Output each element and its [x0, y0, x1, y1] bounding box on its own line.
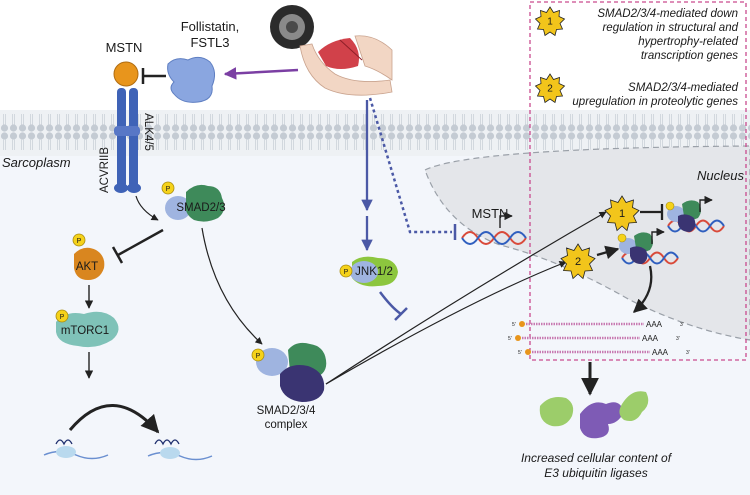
legend-item-1-line-1: SMAD2/3/4-mediated down [597, 8, 738, 20]
smad234-phospho: P [256, 353, 261, 360]
receptor-to-smad-arrow [135, 195, 159, 221]
starburst-icon [534, 73, 566, 104]
nuclear-marker-2-badge: 2 [575, 256, 581, 268]
starburst-icon [534, 6, 566, 37]
smad-bound-dna-2 [617, 227, 679, 265]
mstn-label: MSTN [106, 40, 143, 55]
mrna-1-five: 5' [512, 322, 516, 328]
smad23-complex [161, 181, 225, 222]
fstl3-label: FSTL3 [190, 35, 229, 50]
mrna-3-five: 5' [518, 350, 522, 356]
follistatin-protein [167, 56, 216, 103]
legend-item-1-line-3: hypertrophy-related [638, 36, 738, 48]
mrna-strand-1: 5' AAA 3' [512, 320, 684, 329]
e3-ligase-right [619, 391, 649, 421]
legend-badge-1: 1 [547, 17, 553, 28]
legend-item-2-line-1: SMAD2/3/4-mediated [628, 82, 739, 94]
exercise-inhibits-mstn-gene [368, 97, 452, 234]
legend-badge-2: 2 [547, 84, 553, 95]
mrna-3-three: 3' [686, 350, 690, 356]
legend-box [529, 1, 747, 361]
mrna-2-five: 5' [508, 336, 512, 342]
ribosome-right [147, 439, 213, 461]
alk45-label: ALK4/5 [142, 113, 154, 151]
smad-bound-dna-1 [665, 195, 725, 233]
smad23-label: SMAD2/3 [176, 202, 225, 214]
smad23-phospho: P [166, 186, 171, 193]
mrna-1-three: 3' [680, 322, 684, 328]
e3-ligase-center [580, 402, 624, 439]
gene-to-mrna-arrow [632, 265, 653, 313]
e3-ligase-left [539, 397, 574, 427]
marker-2-activates-gene [596, 245, 620, 260]
ribosome-left [43, 439, 109, 460]
mrna-strand-2: 5' AAA 3' [508, 334, 680, 343]
legend-item-2: 2 SMAD2/3/4-mediated upregulation in pro… [534, 73, 739, 108]
follistatin-inhibits-mstn [141, 68, 166, 84]
smad234-label-line1: SMAD2/3/4 [257, 405, 316, 417]
mrna-1-polya: AAA [646, 320, 663, 329]
sarcoplasm-label: Sarcoplasm [2, 155, 71, 170]
starburst-icon [560, 243, 596, 280]
mrna-strand-3: 5' AAA 3' [518, 348, 690, 357]
nucleus [424, 145, 750, 341]
nuclear-marker-2: 2 [560, 243, 596, 280]
legend-item-1: 1 SMAD2/3/4-mediated down regulation in … [534, 6, 739, 62]
follistatin-label: Follistatin, [181, 19, 240, 34]
mtorc1-complex [55, 309, 119, 348]
smad234-complex [251, 342, 327, 402]
legend-item-2-line-2: upregulation in proteolytic genes [572, 96, 738, 108]
jnk12-label: JNK1/2 [355, 266, 393, 278]
legend-item-1-line-4: transcription genes [641, 50, 738, 62]
acvriib-label: ACVRIIB [99, 147, 111, 193]
arm-to-follistatin-arrow [223, 67, 299, 80]
akt-label: AKT [76, 261, 98, 273]
arm-muscle-icon [299, 35, 393, 96]
akt-kinase [72, 233, 105, 280]
nucleus-label: Nucleus [697, 168, 744, 183]
e3-caption-line2: E3 ubiquitin ligases [544, 466, 647, 480]
mrna-2-three: 3' [676, 336, 680, 342]
starburst-icon [604, 195, 640, 232]
jnk-phospho: P [344, 269, 349, 276]
complex-to-target-1-arrow [325, 211, 607, 385]
jnk12-kinase [339, 256, 398, 287]
marker-1-inhibits-gene [640, 204, 664, 220]
e3-ligase-proteins [539, 391, 649, 439]
receptor-complex [114, 88, 141, 193]
mrna-3-polya: AAA [652, 348, 669, 357]
smad234-label-line2: complex [265, 419, 308, 431]
e3-caption-line1: Increased cellular content of [521, 451, 673, 465]
mtorc1-phospho: P [60, 314, 65, 321]
mrna-2-polya: AAA [642, 334, 659, 343]
jnk-inhibits-smad [379, 291, 408, 321]
smad-inhibits-akt [111, 228, 164, 264]
nuclear-marker-1: 1 [604, 195, 640, 232]
translation-arrow [68, 404, 160, 434]
mstn-ligand [113, 61, 139, 87]
mtorc1-label: mTORC1 [61, 325, 109, 337]
mstn-gene-label: MSTN [472, 206, 509, 221]
complex-to-target-2-arrow [325, 261, 567, 385]
exercise-weight-icon [270, 5, 314, 49]
legend-item-1-line-2: regulation in structural and [602, 22, 738, 34]
nuclear-marker-1-badge: 1 [619, 208, 625, 220]
akt-phospho: P [77, 238, 82, 245]
smad-to-complex-arrow [201, 227, 263, 345]
mstn-dna-helix [461, 211, 527, 245]
